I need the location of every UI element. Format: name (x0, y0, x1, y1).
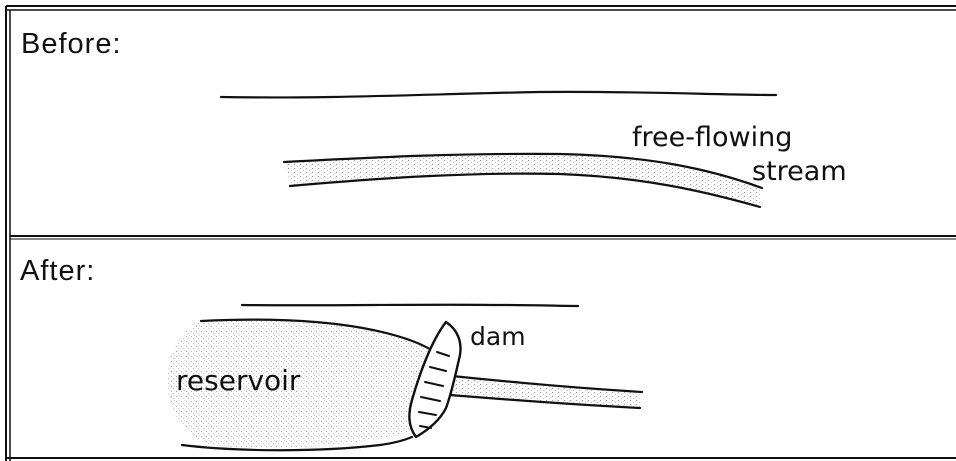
after-upper-bank-line (242, 305, 578, 306)
dam-label: dam (470, 322, 526, 351)
downstream-water (452, 378, 640, 408)
reservoir-label: reservoir (176, 364, 301, 397)
